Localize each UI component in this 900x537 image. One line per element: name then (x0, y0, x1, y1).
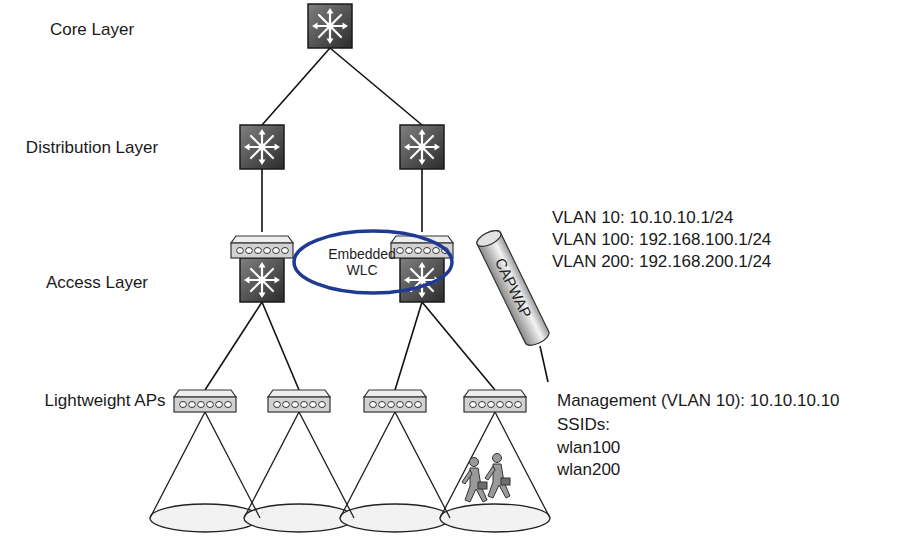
distribution-switch (240, 125, 284, 169)
users-figure (462, 454, 510, 503)
controller-ellipse: Embedded WLC (292, 229, 454, 295)
access-point (364, 390, 426, 412)
layer-label: Lightweight APs (45, 391, 166, 411)
ssid-name: wlan100 (557, 438, 620, 458)
access-point (268, 390, 330, 412)
access-switch (240, 258, 284, 302)
coverage-cells (150, 504, 550, 532)
layer-label: Distribution Layer (26, 138, 158, 158)
coverage-cones (150, 412, 550, 518)
tunnel-cylinder: CAPWAP (473, 226, 553, 350)
vlan-address: VLAN 10: 10.10.10.1/24 (552, 208, 733, 228)
ssid-heading: SSIDs: (557, 415, 610, 435)
access-point (464, 390, 526, 412)
wlc-module (231, 236, 293, 258)
network-links (205, 48, 548, 390)
node-text: Embedded WLC (322, 246, 402, 278)
layer-label: Access Layer (46, 273, 148, 293)
core-switch (308, 4, 352, 48)
vlan-address: VLAN 100: 192.168.100.1/24 (552, 230, 771, 250)
access-point (174, 390, 236, 412)
vlan-address: VLAN 200: 192.168.200.1/24 (552, 252, 771, 272)
management-address: Management (VLAN 10): 10.10.10.10 (557, 391, 840, 411)
ssid-name: wlan200 (557, 460, 620, 480)
layer-label: Core Layer (50, 20, 134, 40)
distribution-switch (400, 125, 444, 169)
